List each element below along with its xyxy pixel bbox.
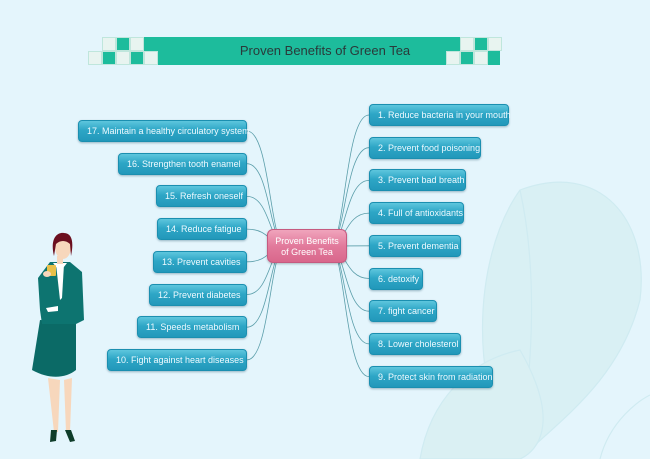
businesswoman-illustration — [32, 232, 84, 442]
central-topic-line1: Proven Benefits — [275, 236, 339, 246]
benefit-node-7[interactable]: 7. fight cancer — [369, 300, 437, 323]
benefit-node-5[interactable]: 5. Prevent dementia — [369, 234, 461, 257]
benefit-node-4[interactable]: 4. Full of antioxidants — [369, 202, 464, 225]
page-title: Proven Benefits of Green Tea — [239, 43, 411, 58]
title-bar — [102, 37, 500, 65]
benefit-node-13[interactable]: 13. Prevent cavities — [153, 250, 247, 273]
connector-line — [246, 245, 286, 361]
benefit-node-10[interactable]: 10. Fight against heart diseases — [107, 348, 247, 371]
benefit-node-6[interactable]: 6. detoxify — [369, 267, 423, 290]
benefit-node-12[interactable]: 12. Prevent diabetes — [149, 283, 247, 306]
central-topic-line2: of Green Tea — [281, 247, 333, 257]
benefit-node-1[interactable]: 1. Reduce bacteria in your mouth — [369, 104, 511, 126]
benefit-node-17[interactable]: 17. Maintain a healthy circulatory syste… — [78, 120, 250, 142]
benefit-node-14[interactable]: 14. Reduce fatigue — [157, 218, 247, 241]
benefit-node-11[interactable]: 11. Speeds metabolism — [137, 316, 247, 339]
benefit-node-9[interactable]: 9. Protect skin from radiation — [369, 365, 493, 388]
benefit-node-8[interactable]: 8. Lower cholesterol — [369, 332, 461, 355]
benefit-node-2[interactable]: 2. Prevent food poisoning — [369, 136, 481, 159]
benefit-node-16[interactable]: 16. Strengthen tooth enamel — [118, 152, 247, 175]
central-topic[interactable]: Proven Benefits of Green Tea — [267, 229, 347, 263]
benefit-node-3[interactable]: 3. Prevent bad breath — [369, 169, 466, 192]
benefit-node-15[interactable]: 15. Refresh oneself — [156, 185, 247, 208]
